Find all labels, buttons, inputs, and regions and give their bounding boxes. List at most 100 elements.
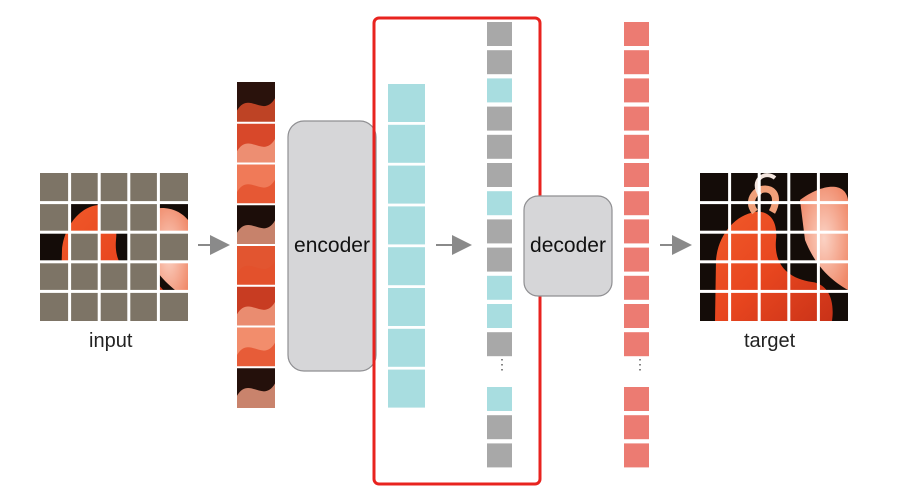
masked-patch	[158, 232, 188, 262]
output-token	[624, 247, 649, 272]
visible-token	[487, 191, 512, 216]
output-token	[624, 275, 649, 300]
image-patch-detail	[237, 98, 275, 123]
visible-token	[487, 275, 512, 300]
masked-patch	[99, 261, 129, 292]
grid-line	[700, 289, 848, 293]
output-token	[624, 332, 649, 357]
grid-line	[787, 173, 791, 321]
middle-ellipsis: ⋮	[495, 356, 509, 372]
output-token	[624, 22, 649, 46]
grid-line	[728, 173, 732, 321]
masked-patch	[128, 202, 159, 233]
target-image	[700, 173, 848, 321]
encoded-token	[388, 369, 425, 408]
masked-patch	[40, 173, 70, 203]
masked-patch	[40, 202, 70, 233]
grid-line	[97, 173, 101, 321]
patch-separator	[237, 203, 275, 206]
masked-patch	[158, 173, 188, 203]
full-token-column	[487, 22, 512, 468]
image-patch-detail	[237, 302, 275, 327]
image-patch-detail	[237, 220, 275, 245]
visible-token	[487, 304, 512, 328]
grid-line	[700, 230, 848, 234]
mask-token	[487, 415, 512, 440]
masked-patch	[158, 291, 188, 321]
image-patch-detail	[237, 342, 275, 368]
encoded-token	[388, 206, 425, 245]
grid-line	[156, 173, 160, 321]
output-token	[624, 106, 649, 131]
patch-separator	[237, 162, 275, 165]
encoded-token	[388, 124, 425, 163]
image-patch-detail	[237, 261, 275, 286]
visible-token	[487, 78, 512, 103]
mask-token	[487, 50, 512, 75]
grid-line	[700, 201, 848, 205]
output-token	[624, 191, 649, 216]
output-token	[624, 219, 649, 244]
output-token	[624, 415, 649, 440]
encoder-block	[287, 120, 377, 372]
output-token	[624, 387, 649, 411]
visible-token	[487, 387, 512, 411]
masked-patch	[99, 202, 129, 233]
target-patch-grid	[700, 173, 848, 321]
grid-line	[40, 289, 188, 293]
masked-patch	[99, 291, 129, 321]
grid-line	[757, 173, 761, 321]
encoded-token	[388, 247, 425, 286]
grid-line	[816, 173, 820, 321]
output-token	[624, 304, 649, 328]
masked-patch	[69, 232, 100, 262]
masked-patch	[40, 291, 70, 321]
encoded-token	[388, 165, 425, 204]
decoder-label: decoder	[530, 234, 606, 257]
encoded-visible-tokens	[388, 84, 425, 408]
image-patch-detail	[237, 179, 275, 205]
encoded-token	[388, 328, 425, 367]
output-token	[624, 163, 649, 187]
grid-line	[40, 230, 188, 234]
mask-token	[487, 247, 512, 272]
mask-token	[487, 443, 512, 468]
masked-patch	[128, 232, 159, 262]
patch-separator	[237, 244, 275, 246]
grid-line	[127, 173, 131, 321]
encoder-label: encoder	[294, 234, 370, 257]
output-token	[624, 134, 649, 159]
masked-patch	[128, 261, 159, 292]
masked-patch	[40, 261, 70, 292]
encoded-token	[388, 288, 425, 326]
masked-patch	[69, 261, 100, 292]
encoded-token	[388, 84, 425, 122]
output-token	[624, 50, 649, 75]
masked-patch	[69, 173, 100, 203]
grid-line	[40, 260, 188, 264]
masked-patch	[99, 173, 129, 203]
visible-patch-strip	[237, 82, 275, 408]
grid-line	[700, 260, 848, 264]
decoder-block	[523, 195, 613, 297]
output-token	[624, 78, 649, 103]
mask-token	[487, 163, 512, 187]
image-patch-detail	[237, 383, 275, 408]
masked-patch	[69, 291, 100, 321]
decoder-output-tokens	[624, 22, 649, 468]
masked-patch	[128, 291, 159, 321]
masked-patch	[128, 173, 159, 203]
mask-token	[487, 219, 512, 244]
image-patch-detail	[237, 139, 275, 164]
patch-separator	[237, 366, 275, 369]
output-ellipsis: ⋮	[633, 356, 647, 372]
mask-token	[487, 134, 512, 159]
mask-token	[487, 22, 512, 46]
input-label: input	[89, 330, 133, 352]
patch-separator	[237, 325, 275, 328]
output-token	[624, 443, 649, 468]
grid-line	[68, 173, 72, 321]
grid-line	[40, 201, 188, 205]
